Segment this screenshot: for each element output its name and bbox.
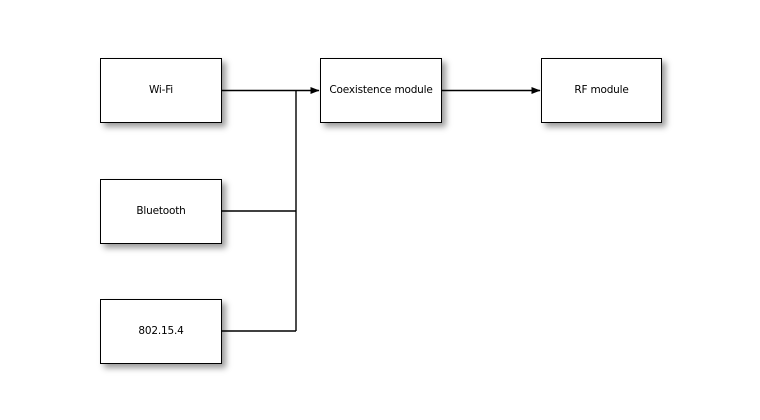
node-802-15-4-label: 802.15.4: [138, 325, 184, 338]
node-bluetooth[interactable]: Bluetooth: [100, 179, 222, 244]
node-rf-module[interactable]: RF module: [541, 58, 662, 123]
node-wifi[interactable]: Wi-Fi: [100, 58, 222, 123]
node-wifi-label: Wi-Fi: [148, 84, 174, 97]
node-rf-module-label: RF module: [574, 84, 629, 97]
node-802-15-4[interactable]: 802.15.4: [100, 299, 222, 364]
node-coexistence-module-label: Coexistence module: [329, 84, 433, 97]
node-bluetooth-label: Bluetooth: [136, 205, 186, 218]
node-coexistence-module[interactable]: Coexistence module: [320, 58, 442, 123]
